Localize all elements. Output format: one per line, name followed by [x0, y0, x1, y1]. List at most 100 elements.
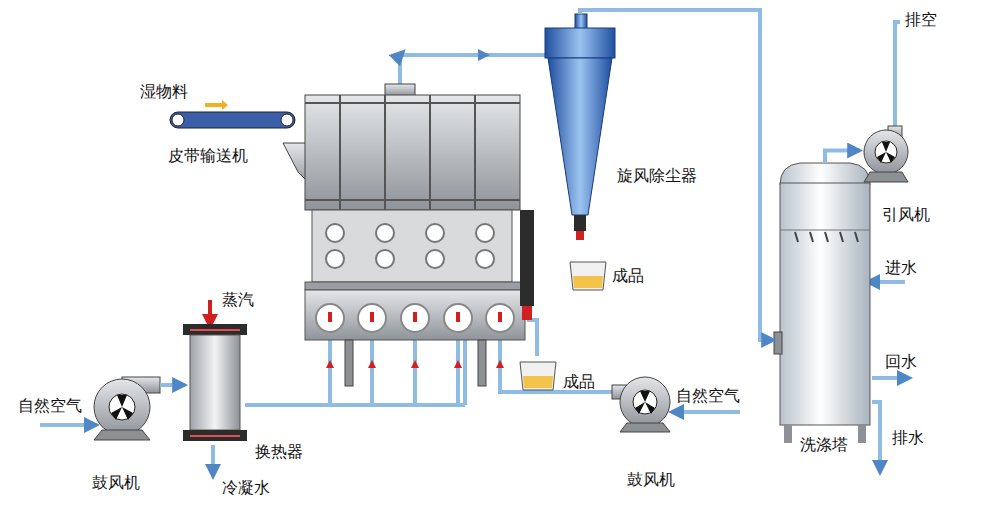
flow-arrow: [478, 49, 490, 61]
equipment-label: 换热器: [255, 442, 303, 461]
fluid-bed-dryer: [456, 312, 460, 322]
pipe: [456, 335, 460, 405]
fluid-bed-dryer: [345, 340, 353, 386]
product-bucket: [520, 262, 606, 390]
washing-tower: [780, 163, 870, 185]
pipe: [328, 335, 332, 405]
fluid-bed-dryer: [305, 290, 525, 340]
pipe: [245, 403, 465, 407]
cyclone-separator: [576, 231, 584, 240]
induced-fan: [877, 142, 895, 163]
heat-exchanger: [190, 335, 240, 430]
fluid-bed-dryer: [478, 340, 486, 386]
steam-arrow: [210, 300, 211, 322]
fluid-bed-dryer: [476, 224, 494, 242]
blower: [620, 423, 670, 432]
fluid-bed-dryer: [358, 304, 386, 332]
fluid-bed-dryer: [520, 210, 534, 306]
equipment-label: 鼓风机: [92, 473, 140, 492]
pipe: [413, 335, 417, 405]
pipe: [40, 423, 92, 427]
pipe: [872, 376, 905, 380]
blower: [635, 391, 655, 414]
annotation-label: 排空: [905, 10, 937, 29]
fluid-bed-dryer: [328, 312, 332, 322]
annotation-label: 进水: [885, 258, 917, 277]
blower: [612, 377, 670, 432]
annotation-label: 湿物料: [140, 82, 188, 101]
blower: [94, 377, 160, 440]
hot-air-arrow: [326, 360, 334, 368]
equipment-label: 鼓风机: [627, 470, 675, 489]
fluid-bed-dryer: [426, 224, 444, 242]
washing-tower: [858, 425, 866, 443]
blower: [94, 430, 150, 440]
hot-air-arrow: [496, 360, 504, 368]
belt-conveyor: [281, 114, 293, 126]
fluid-bed-dryer: [370, 312, 374, 322]
belt-conveyor: [205, 100, 228, 110]
equipment-label: 引风机: [882, 205, 930, 224]
blower: [633, 390, 657, 414]
cyclone-separator: 旋风除尘器: [545, 28, 615, 238]
annotation-label: 冷凝水: [222, 478, 270, 497]
heat-exchanger: [190, 330, 240, 436]
fluid-bed-dryer: [376, 224, 394, 242]
pipe: [211, 445, 215, 472]
product-bucket: [570, 262, 606, 290]
washing-tower: [795, 232, 858, 242]
washing-tower: [774, 332, 782, 354]
pipe-connector: [160, 383, 185, 387]
annotation-label: 成品: [612, 266, 644, 285]
belt-conveyor: [172, 114, 184, 126]
washing-tower: [780, 230, 870, 231]
belt-conveyor: [170, 100, 295, 128]
product-bucket: [573, 276, 603, 288]
fluid-bed-dryer: [305, 95, 520, 210]
fluid-bed-dryer: [426, 250, 444, 268]
fluid-bed-dryer: [305, 282, 525, 290]
pipe: [872, 402, 880, 468]
pipe: [370, 335, 374, 405]
product-bucket: [523, 376, 553, 388]
equipment-label: 皮带输送机: [168, 146, 248, 165]
product-bucket: [520, 362, 556, 390]
cyclone-separator: [545, 28, 615, 58]
pipe-connector: [825, 151, 860, 164]
washing-tower: [784, 425, 792, 443]
annotation-label: 蒸汽: [222, 290, 254, 309]
induced-fan: [875, 141, 897, 163]
pipe-connector: [580, 10, 774, 340]
fluid-bed-dryer: [326, 224, 344, 242]
fluid-bed-dryer: [326, 224, 494, 268]
fluid-bed-dryer: [498, 312, 502, 322]
fluid-bed-dryer: [326, 250, 344, 268]
washing-tower: [774, 163, 870, 443]
fluid-bed-dryer: [283, 84, 534, 386]
fluid-bed-dryer: [444, 304, 472, 332]
fluid-bed-dryer: [316, 304, 514, 332]
pipe: [895, 22, 900, 128]
pipe: [527, 320, 537, 356]
fluid-bed-dryer: [522, 306, 532, 320]
cyclone-separator: [548, 58, 612, 215]
washing-tower: [780, 183, 870, 425]
annotation-label: 成品: [563, 372, 595, 391]
fluid-bed-dryer: [376, 250, 394, 268]
annotation-label: 排水: [892, 428, 924, 447]
blower: [111, 395, 133, 420]
fluid-bed-dryer: [316, 304, 344, 332]
steam-arrow: [208, 300, 212, 322]
blower: [109, 394, 135, 420]
pipe: [872, 280, 905, 284]
belt-conveyor: 皮带输送机: [168, 110, 298, 132]
fluid-bed-dryer: [486, 304, 514, 332]
fluid-bed-dryer: [328, 312, 502, 322]
pipe: [676, 410, 740, 414]
belt-conveyor: [170, 112, 295, 128]
cyclone-separator: [574, 215, 586, 231]
fluid-bed-dryer: [385, 84, 415, 96]
induced-fan: [864, 130, 908, 174]
